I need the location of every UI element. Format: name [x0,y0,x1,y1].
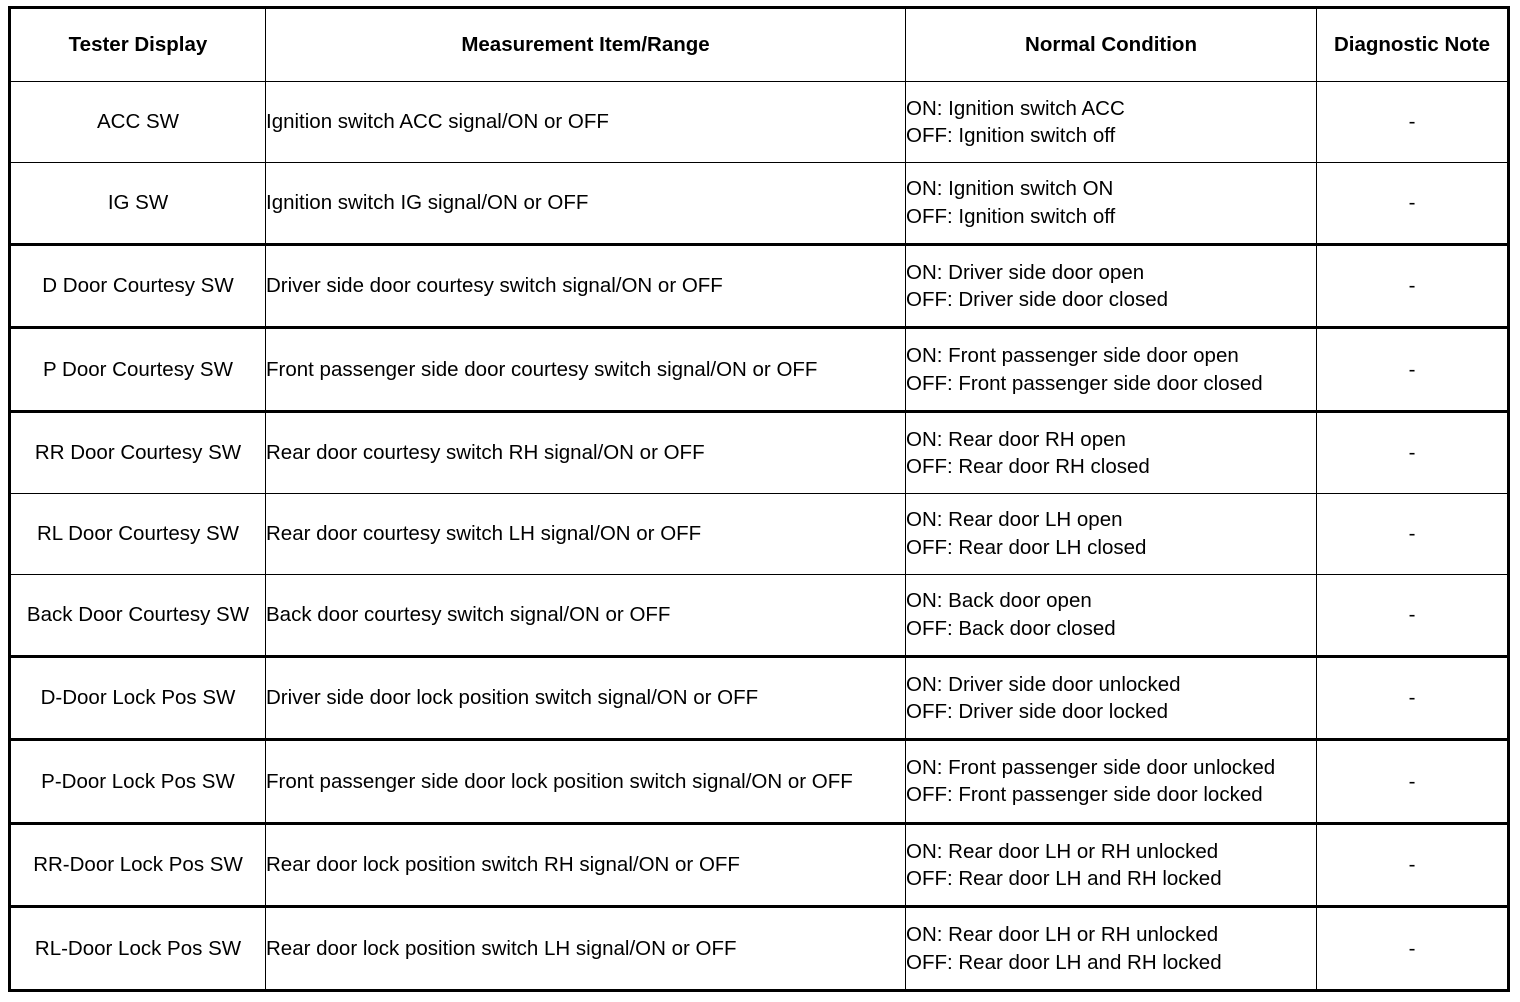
table-row: Back Door Courtesy SW Back door courtesy… [9,573,1509,657]
condition-line-on: ON: Rear door LH or RH unlocked [906,839,1219,863]
condition-line-off: OFF: Rear door RH closed [906,454,1150,478]
cell-tester-display: RL Door Courtesy SW [9,492,266,575]
cell-diagnostic-note: - [1316,492,1509,575]
cell-tester-display: Back Door Courtesy SW [9,573,266,657]
table-header: Tester Display Measurement Item/Range No… [9,7,1509,82]
cell-diagnostic-note: - [1316,738,1509,824]
table-body: ACC SW Ignition switch ACC signal/ON or … [9,81,1509,992]
condition-line-on: ON: Driver side door unlocked [906,672,1181,696]
column-header-tester-display: Tester Display [9,7,266,82]
condition-line-off: OFF: Rear door LH and RH locked [906,950,1222,974]
condition-line-on: ON: Ignition switch ACC [906,96,1125,120]
data-table-container: Tester Display Measurement Item/Range No… [8,6,1510,992]
table-row: ACC SW Ignition switch ACC signal/ON or … [9,81,1509,163]
cell-measurement-item: Front passenger side door courtesy switc… [265,326,906,412]
cell-diagnostic-note: - [1316,573,1509,657]
condition-line-off: OFF: Front passenger side door locked [906,783,1263,807]
cell-tester-display: IG SW [9,161,266,245]
cell-measurement-item: Ignition switch IG signal/ON or OFF [265,161,906,245]
header-row: Tester Display Measurement Item/Range No… [9,7,1509,82]
cell-normal-condition: ON: Front passenger side door unlocked O… [905,738,1317,824]
cell-measurement-item: Ignition switch ACC signal/ON or OFF [265,81,906,163]
column-header-normal-condition: Normal Condition [905,7,1317,82]
cell-normal-condition: ON: Rear door RH open OFF: Rear door RH … [905,409,1317,494]
cell-measurement-item: Rear door courtesy switch RH signal/ON o… [265,409,906,494]
cell-measurement-item: Driver side door courtesy switch signal/… [265,242,906,329]
cell-normal-condition: ON: Back door open OFF: Back door closed [905,573,1317,657]
column-header-measurement-item-range: Measurement Item/Range [265,7,906,82]
condition-line-off: OFF: Rear door LH closed [906,535,1147,559]
condition-line-off: OFF: Ignition switch off [906,123,1116,147]
cell-measurement-item: Driver side door lock position switch si… [265,654,906,741]
cell-tester-display: D-Door Lock Pos SW [9,654,266,741]
condition-line-on: ON: Front passenger side door open [906,344,1239,368]
cell-diagnostic-note: - [1316,905,1509,992]
condition-line-off: OFF: Rear door LH and RH locked [906,867,1222,891]
cell-tester-display: P Door Courtesy SW [9,326,266,412]
condition-line-on: ON: Front passenger side door unlocked [906,756,1276,780]
cell-diagnostic-note: - [1316,161,1509,245]
cell-normal-condition: ON: Ignition switch ACC OFF: Ignition sw… [905,81,1317,163]
table-row: D-Door Lock Pos SW Driver side door lock… [9,654,1509,741]
condition-line-off: OFF: Back door closed [906,616,1116,640]
cell-diagnostic-note: - [1316,654,1509,741]
cell-tester-display: RL-Door Lock Pos SW [9,905,266,992]
column-header-diagnostic-note: Diagnostic Note [1316,7,1509,82]
cell-measurement-item: Front passenger side door lock position … [265,738,906,824]
cell-normal-condition: ON: Rear door LH or RH unlocked OFF: Rea… [905,821,1317,908]
cell-normal-condition: ON: Driver side door unlocked OFF: Drive… [905,654,1317,741]
cell-tester-display: D Door Courtesy SW [9,242,266,329]
table-row: RR-Door Lock Pos SW Rear door lock posit… [9,821,1509,908]
table-row: RL-Door Lock Pos SW Rear door lock posit… [9,905,1509,992]
table-row: D Door Courtesy SW Driver side door cour… [9,242,1509,329]
table-row: RR Door Courtesy SW Rear door courtesy s… [9,409,1509,494]
condition-line-off: OFF: Driver side door closed [906,288,1169,311]
cell-normal-condition: ON: Driver side door open OFF: Driver si… [905,242,1317,329]
cell-diagnostic-note: - [1316,326,1509,412]
condition-line-off: OFF: Front passenger side door closed [906,371,1263,395]
cell-diagnostic-note: - [1316,81,1509,163]
cell-measurement-item: Back door courtesy switch signal/ON or O… [265,573,906,657]
cell-normal-condition: ON: Rear door LH or RH unlocked OFF: Rea… [905,905,1317,992]
cell-tester-display: P-Door Lock Pos SW [9,738,266,824]
cell-normal-condition: ON: Ignition switch ON OFF: Ignition swi… [905,161,1317,245]
cell-tester-display: ACC SW [9,81,266,163]
condition-line-on: ON: Rear door LH open [906,508,1123,532]
header-note-line-1: Diagnostic [1333,33,1439,57]
cell-diagnostic-note: - [1316,409,1509,494]
table-row: IG SW Ignition switch IG signal/ON or OF… [9,161,1509,245]
cell-normal-condition: ON: Front passenger side door open OFF: … [905,326,1317,412]
cell-diagnostic-note: - [1316,821,1509,908]
condition-line-off: OFF: Driver side door locked [906,699,1169,723]
cell-measurement-item: Rear door lock position switch LH signal… [265,905,906,992]
condition-line-on: ON: Ignition switch ON [906,177,1114,201]
cell-tester-display: RR-Door Lock Pos SW [9,821,266,908]
condition-line-on: ON: Rear door RH open [906,427,1126,451]
header-note-line-2: Note [1444,33,1491,57]
table-row: RL Door Courtesy SW Rear door courtesy s… [9,492,1509,575]
cell-measurement-item: Rear door lock position switch RH signal… [265,821,906,908]
table-row: P-Door Lock Pos SW Front passenger side … [9,738,1509,824]
condition-line-on: ON: Driver side door open [906,260,1145,284]
table-row: P Door Courtesy SW Front passenger side … [9,326,1509,412]
cell-measurement-item: Rear door courtesy switch LH signal/ON o… [265,492,906,575]
condition-line-on: ON: Back door open [906,589,1092,613]
condition-line-off: OFF: Ignition switch off [906,204,1116,228]
cell-tester-display: RR Door Courtesy SW [9,409,266,494]
tester-display-table: Tester Display Measurement Item/Range No… [8,6,1510,992]
cell-diagnostic-note: - [1316,242,1509,329]
cell-normal-condition: ON: Rear door LH open OFF: Rear door LH … [905,492,1317,575]
condition-line-on: ON: Rear door LH or RH unlocked [906,923,1219,947]
